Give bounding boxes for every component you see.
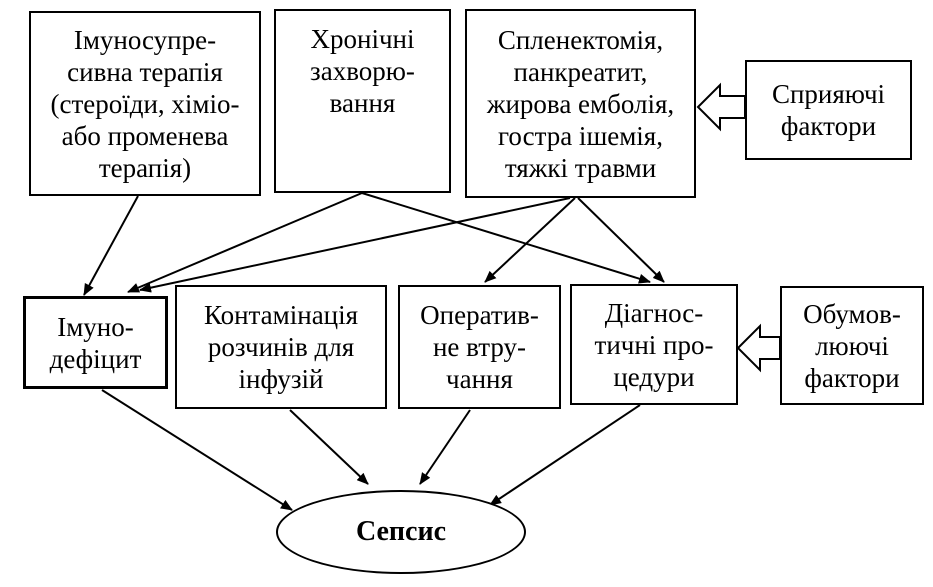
sepsis-label: Сепсис <box>355 516 447 547</box>
arrow-contamination-to-sepsis <box>289 409 369 485</box>
box-immunosuppressive-therapy: Імуносупре- сивна терапія (стероїди, хім… <box>29 11 261 196</box>
arrow-chronic-to-immunodeficiency <box>127 192 363 293</box>
box-chronic-diseases: Хронічні захворю- вання <box>274 9 451 193</box>
box-surgical-intervention: Оператив- не втру- чання <box>398 285 561 409</box>
arrow-splenectomy-to-surgery <box>484 197 576 283</box>
oval-sepsis: Сепсис <box>276 490 526 574</box>
box-text-line: Спленектомія, <box>497 24 664 55</box>
arrow-surgery-to-sepsis <box>419 409 471 485</box>
box-text-line: захворю- <box>310 56 415 86</box>
box-text-line: Оператив- <box>420 300 539 330</box>
arrow-diagnostic-to-sepsis <box>489 404 641 506</box>
hollow-arrow-determining <box>736 323 781 373</box>
box-text-line: не втру- <box>432 332 527 362</box>
box-text-line: розчинів для <box>207 332 355 362</box>
arrow-chronic-to-diagnostic <box>361 192 651 284</box>
box-text: Обумов- люючі фактори <box>803 298 901 394</box>
box-text-line: Діагнос- <box>604 297 704 328</box>
arrow-immunodeficiency-to-sepsis <box>101 389 293 511</box>
box-text: Імуносупре- сивна терапія (стероїди, хім… <box>50 24 239 184</box>
box-text-line: тяжкі травми <box>504 152 657 183</box>
arrow-splenectomy-to-diagnostic <box>577 197 665 283</box>
box-text-line: інфузій <box>238 364 324 394</box>
box-diagnostic-procedures: Діагнос- тичні про- цедури <box>570 284 738 405</box>
box-text-line: панкреатит, <box>513 56 648 87</box>
box-text-line: вання <box>329 88 396 118</box>
box-text-line: Контамінація <box>203 300 359 330</box>
box-text-line: фактори <box>780 111 877 141</box>
box-text-line: сивна терапія <box>67 56 223 87</box>
hollow-arrow-predisposing <box>696 82 746 132</box>
box-text: Хронічні захворю- вання <box>310 23 415 119</box>
box-text: Імуно- дефіцит <box>50 311 142 375</box>
box-text: Діагнос- тичні про- цедури <box>595 297 714 393</box>
box-text-line: гостра ішемія, <box>498 120 663 151</box>
box-text-line: дефіцит <box>49 343 142 374</box>
box-immunodeficiency: Імуно- дефіцит <box>23 296 168 389</box>
box-text: Спленектомія, панкреатит, жирова емболія… <box>487 24 674 184</box>
box-text-line: фактори <box>804 362 900 393</box>
box-text-line: жирова емболія, <box>486 88 675 119</box>
box-text-line: цедури <box>613 361 695 392</box>
box-predisposing-factors: Сприяючі фактори <box>745 60 912 160</box>
box-text-line: люючі <box>815 330 889 361</box>
box-text-line: Імуно- <box>57 311 134 342</box>
box-determining-factors: Обумов- люючі фактори <box>780 286 924 405</box>
box-text-line: тичні про- <box>594 329 714 360</box>
arrow-splenectomy-to-immunodeficiency <box>139 197 571 293</box>
box-text-line: (стероїди, хіміо- <box>50 88 240 119</box>
box-splenectomy: Спленектомія, панкреатит, жирова емболія… <box>465 9 696 198</box>
box-text-line: Обумов- <box>803 298 901 329</box>
box-text-line: Сприяючі <box>771 79 886 109</box>
box-text-line: Хронічні <box>310 24 415 54</box>
box-text: Сприяючі фактори <box>772 78 885 142</box>
box-text-line: терапія) <box>98 152 192 183</box>
box-text-line: або променева <box>61 120 229 151</box>
box-contamination: Контамінація розчинів для інфузій <box>175 285 387 409</box>
arrow-immunosuppressive-to-immunodeficiency <box>83 195 139 296</box>
box-text-line: чання <box>446 364 513 394</box>
box-text-line: Імуносупре- <box>73 24 217 55</box>
box-text: Оператив- не втру- чання <box>420 299 539 395</box>
box-text: Контамінація розчинів для інфузій <box>204 299 358 395</box>
